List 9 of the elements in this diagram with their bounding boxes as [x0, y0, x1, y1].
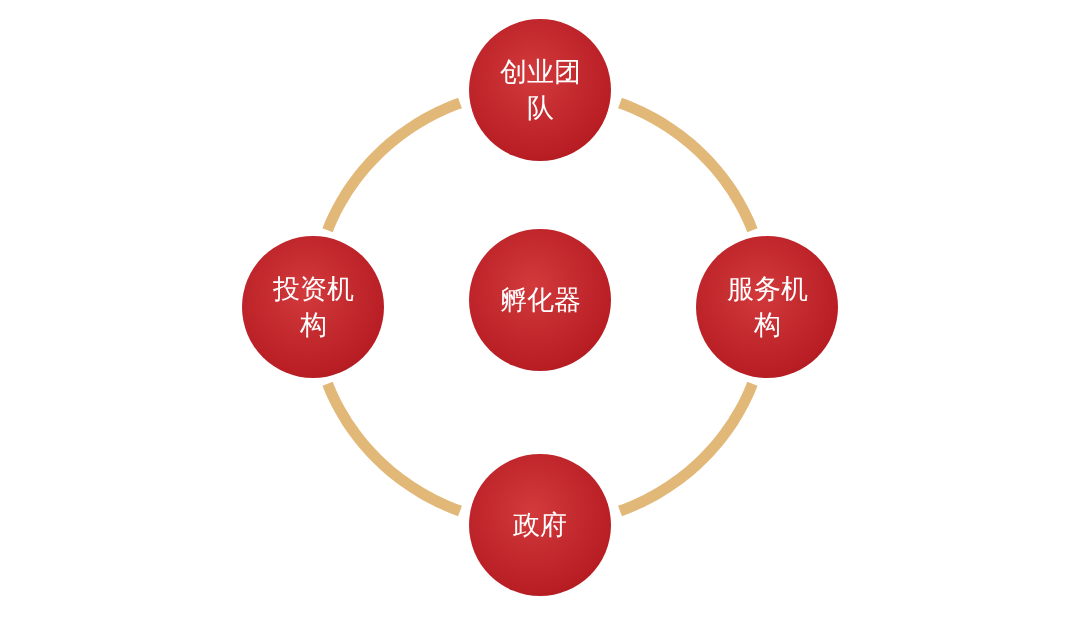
circle-node: 孵化器 [469, 229, 611, 371]
circle-node: 服务机构 [696, 236, 838, 378]
ring-arc [322, 97, 462, 233]
circle-node: 投资机构 [242, 236, 384, 378]
ring-arc [322, 381, 462, 517]
ring-arc [618, 97, 758, 233]
circle-node: 创业团队 [469, 19, 611, 161]
ring-arc [618, 381, 758, 517]
circle-node: 政府 [469, 454, 611, 596]
